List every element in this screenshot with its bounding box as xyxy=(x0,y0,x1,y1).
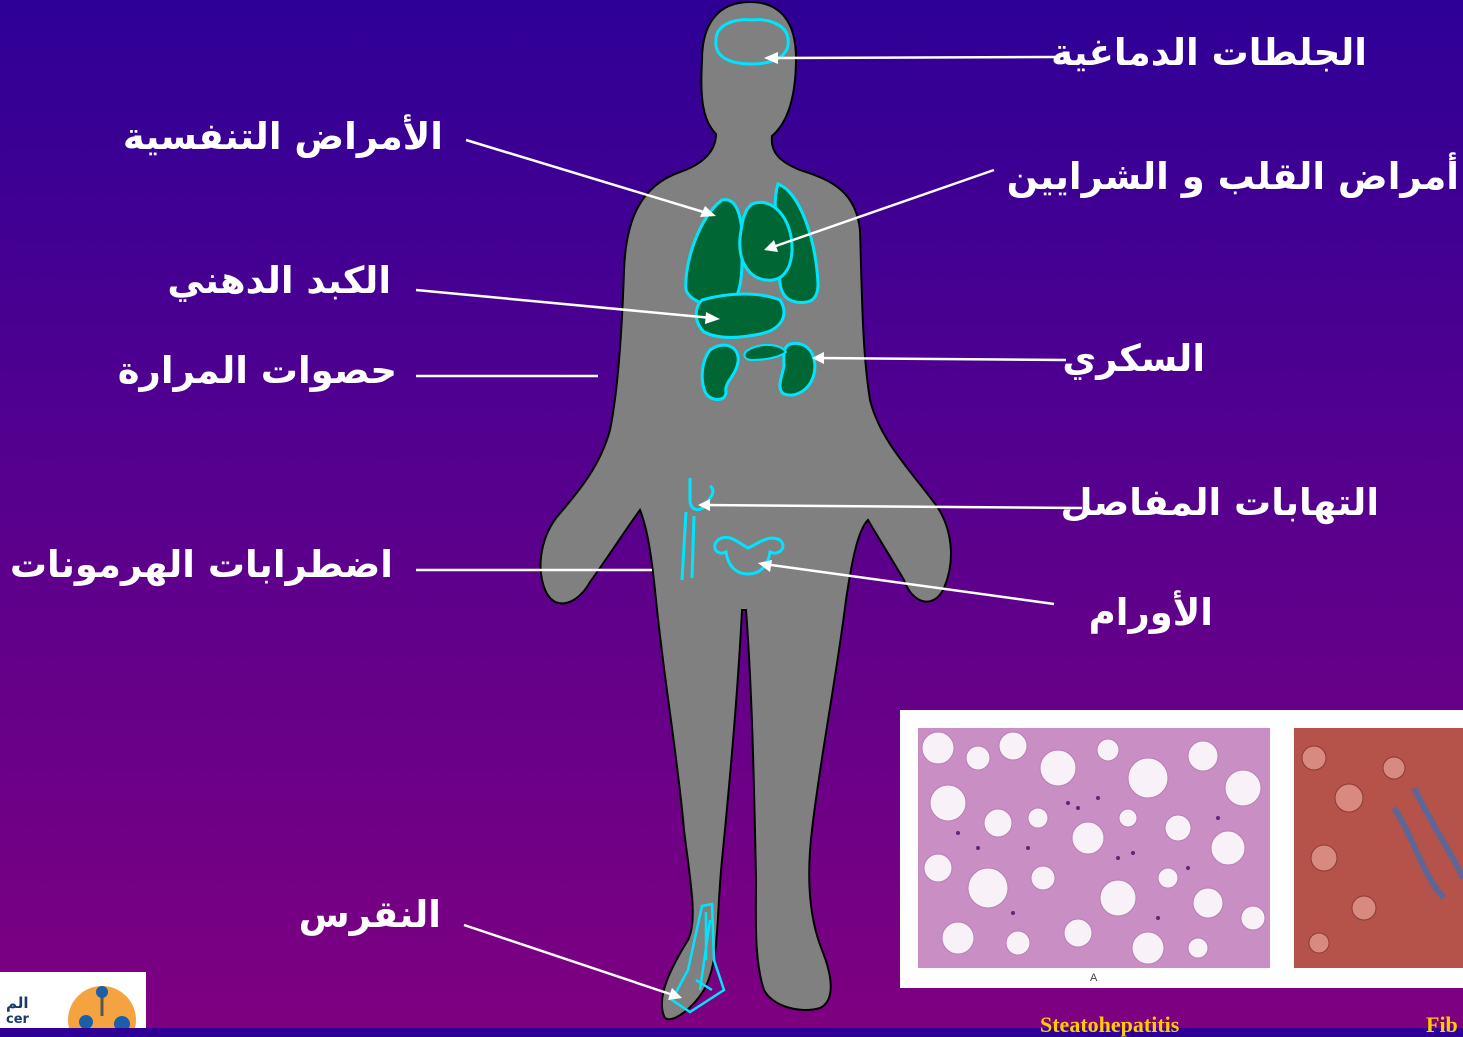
pointer-gout xyxy=(464,925,676,996)
label-gout: النقرس xyxy=(299,896,441,933)
label-arthritis: التهابات المفاصل xyxy=(1060,484,1379,521)
label-heart-arteries: أمراض القلب و الشرايين xyxy=(1007,158,1459,195)
label-fatty-liver: الكبد الدهني xyxy=(167,262,391,299)
logo-emblem xyxy=(64,980,144,1028)
histology-panel: A xyxy=(900,710,1463,988)
pointer-brain-clots xyxy=(772,57,1058,58)
label-respiratory: الأمراض التنفسية xyxy=(123,118,443,155)
label-tumors: الأورام xyxy=(1089,594,1213,631)
logo-text-line1: الم xyxy=(6,994,29,1012)
caption-fibrosis: Fib xyxy=(1426,1014,1458,1036)
logo: الم cer xyxy=(0,972,146,1028)
label-gallstones: حصوات المرارة xyxy=(118,352,397,389)
histology-image-fibrosis xyxy=(1294,728,1463,968)
histology-image-steatohepatitis xyxy=(918,728,1270,968)
human-silhouette xyxy=(541,2,951,1019)
label-brain-clots: الجلطات الدماغية xyxy=(1051,34,1367,71)
label-hormones: اضطرابات الهرمونات xyxy=(10,546,393,583)
label-diabetes: السكري xyxy=(1062,340,1205,377)
logo-text-line2: cer xyxy=(6,1012,29,1027)
panel-a-tag: A xyxy=(1090,972,1097,984)
caption-steatohepatitis: Steatohepatitis xyxy=(1040,1014,1179,1036)
